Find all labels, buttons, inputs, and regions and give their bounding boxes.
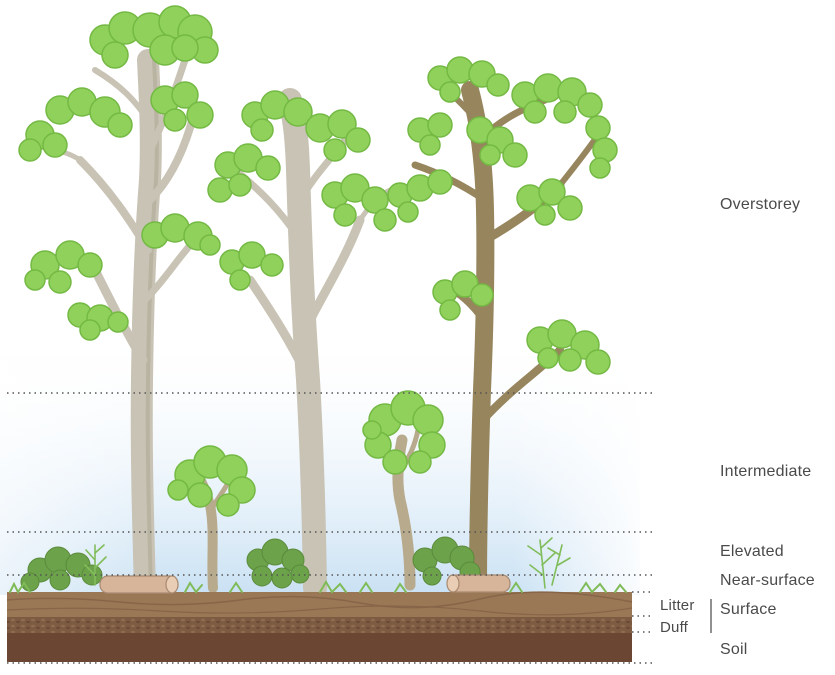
fallen-logs xyxy=(99,574,511,594)
label-duff: Duff xyxy=(660,619,689,636)
shrubs xyxy=(20,536,571,592)
layer-boundaries xyxy=(7,392,652,664)
soil-band xyxy=(7,632,632,662)
ground-layers xyxy=(6,591,633,662)
label-elevated: Elevated xyxy=(720,543,784,560)
label-surface: Surface xyxy=(720,601,777,618)
canopy-foliage xyxy=(18,5,618,517)
label-overstorey: Overstorey xyxy=(720,196,801,213)
litter-band xyxy=(7,592,632,617)
duff-band xyxy=(7,616,632,633)
label-litter: Litter xyxy=(660,597,695,614)
label-intermediate: Intermediate xyxy=(720,463,812,480)
label-near-surface: Near-surface xyxy=(720,572,815,589)
ground-cover xyxy=(9,580,627,594)
label-soil: Soil xyxy=(720,641,748,658)
